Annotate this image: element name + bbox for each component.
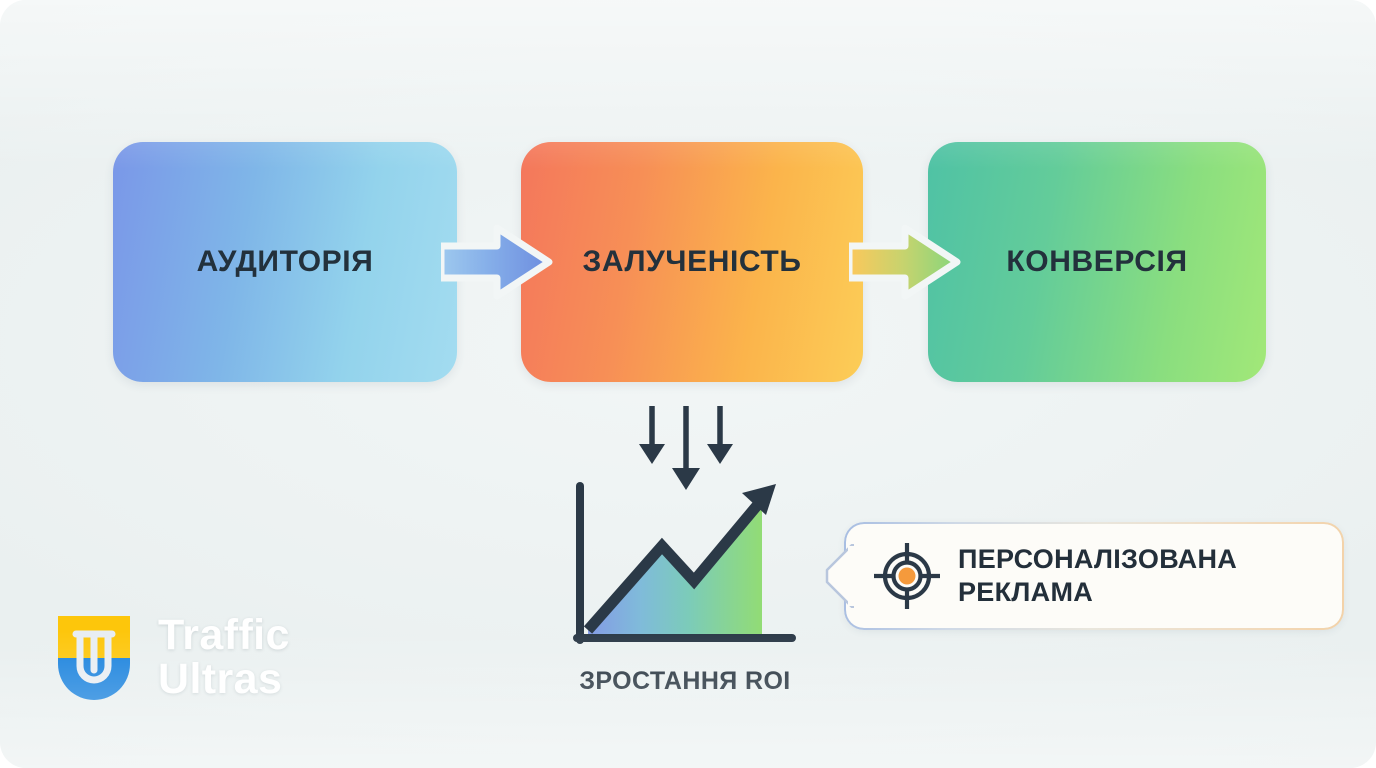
roi-growth-chart-icon xyxy=(566,480,802,655)
stage-box-engagement[interactable]: ЗАЛУЧЕНІСТЬ xyxy=(521,142,863,382)
callout-tail xyxy=(822,542,856,610)
brand-wordmark-line-2: Ultras xyxy=(158,655,283,703)
callout-text-line-2: РЕКЛАМА xyxy=(958,577,1094,607)
arrow-right-icon-engagement-to-conversion xyxy=(845,224,961,300)
stage-label-audience: АУДИТОРІЯ xyxy=(196,245,374,278)
callout-text: ПЕРСОНАЛІЗОВАНА РЕКЛАМА xyxy=(958,543,1237,609)
stage-box-audience[interactable]: АУДИТОРІЯ xyxy=(113,142,457,382)
stage-label-conversion: КОНВЕРСІЯ xyxy=(1006,245,1188,278)
roi-chart-label: ЗРОСТАННЯ ROI xyxy=(579,667,791,695)
brand-wordmark-line-1: Traffic xyxy=(158,611,290,660)
callout-personalized-ads[interactable]: ПЕРСОНАЛІЗОВАНА РЕКЛАМА xyxy=(822,524,1342,628)
stage-box-conversion[interactable]: КОНВЕРСІЯ xyxy=(928,142,1266,382)
brand-wordmark: Traffic Ultras xyxy=(158,611,290,703)
target-icon xyxy=(872,541,942,611)
arrow-right-icon-audience-to-engagement xyxy=(437,224,553,300)
brand-logo[interactable]: Traffic Ultras xyxy=(52,612,290,704)
down-arrows-group xyxy=(626,404,746,496)
stage-label-engagement: ЗАЛУЧЕНІСТЬ xyxy=(582,245,802,278)
traffic-ultras-shield-logo-icon xyxy=(52,612,136,704)
callout-content: ПЕРСОНАЛІЗОВАНА РЕКЛАМА xyxy=(846,524,1342,628)
callout-text-line-1: ПЕРСОНАЛІЗОВАНА xyxy=(958,544,1238,575)
